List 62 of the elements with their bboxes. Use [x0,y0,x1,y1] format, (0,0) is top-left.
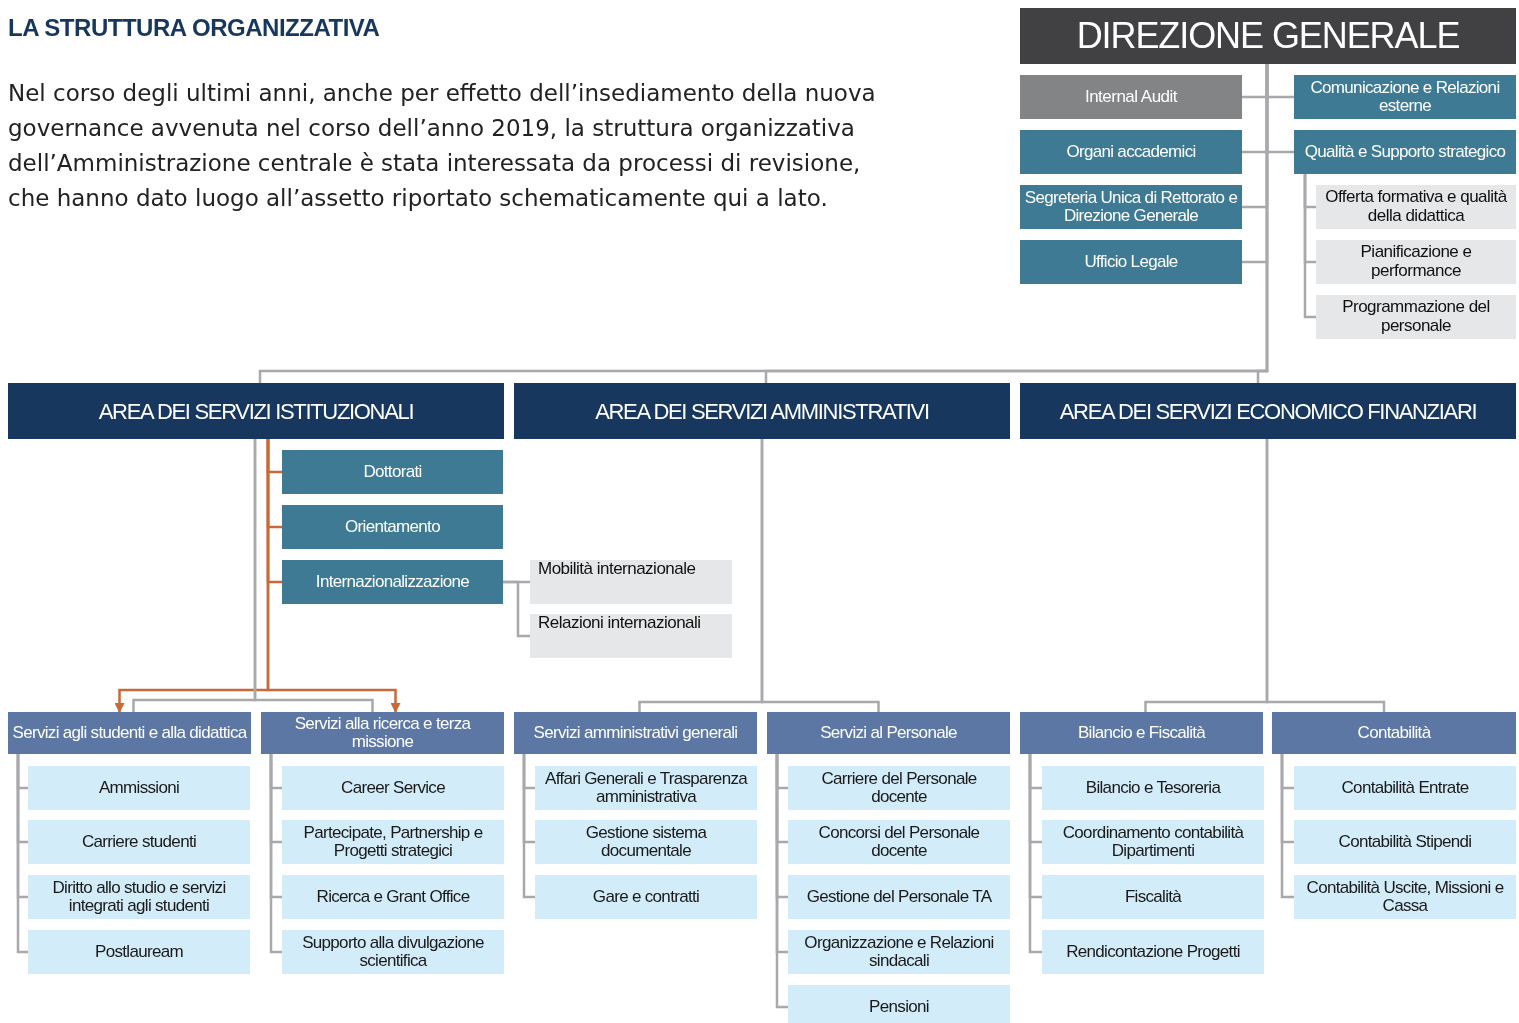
service-box: Bilancio e Fiscalità [1020,712,1263,754]
office-box: Ammissioni [28,766,250,810]
office-box: Ricerca e Grant Office [282,875,504,919]
connector-line [775,754,788,1009]
office-box: Gestione sistema documentale [535,820,757,864]
office-box: Partecipate, Partnership e Progetti strategici [282,820,504,864]
connector-line [1028,754,1042,954]
office-box: Supporto alla divulgazione scientifica [282,930,504,974]
office-box: Affari Generali e Trasparenza amministrativa [535,766,757,810]
service-box: Servizi agli studenti e alla didattica [8,712,251,754]
office-box: Contabilità Stipendi [1294,820,1516,864]
org-unit-box: Programmazione del personale [1316,295,1516,339]
service-box: Servizi amministrativi generali [514,712,757,754]
connector-line [1303,174,1316,319]
office-box: Pensioni [788,985,1010,1023]
office-box: Bilancio e Tesoreria [1042,766,1264,810]
office-box: Carriere studenti [28,820,250,864]
connector-line [253,439,374,712]
office-box: Gestione del Personale TA [788,875,1010,919]
connector-line [16,754,28,954]
area-header-box: AREA DEI SERVIZI ECONOMICO FINANZIARI [1020,383,1516,439]
office-box: Coordinamento contabilità Dipartimenti [1042,820,1264,864]
office-box: Rendicontazione Progetti [1042,930,1264,974]
org-unit-box: Mobilità internazionale [530,560,732,604]
connector-line [503,580,530,638]
page-title: LA STRUTTURA ORGANIZZATIVA [8,13,380,43]
office-box: Gare e contratti [535,875,757,919]
area-header-box: AREA DEI SERVIZI ISTITUZIONALI [8,383,504,439]
org-unit-box: Qualità e Supporto strategico [1294,130,1516,174]
office-box: Fiscalità [1042,875,1264,919]
service-box: Servizi alla ricerca e terza missione [261,712,504,754]
org-unit-box: Comunicazione e Relazioni esterne [1294,75,1516,119]
connector-line [760,439,880,712]
org-unit-box: DIREZIONE GENERALE [1020,8,1516,64]
office-box: Postlauream [28,930,250,974]
office-box: Carriere del Personale docente [788,766,1010,810]
org-unit-box: Ufficio Legale [1020,240,1242,284]
connector-line [1256,64,1269,383]
org-unit-box: Offerta formativa e qualità della didattica [1316,185,1516,229]
connector-line [1280,754,1294,899]
org-unit-box: Pianificazione e performance [1316,240,1516,284]
area-header-box: AREA DEI SERVIZI AMMINISTRATIVI [514,383,1010,439]
service-box: Servizi al Personale [767,712,1010,754]
org-unit-box: Segreteria Unica di Rettorato e Direzione Generale [1020,185,1242,229]
connector-line [1265,439,1386,712]
org-unit-box: Internal Audit [1020,75,1242,119]
office-box: Organizzazione e Relazioni sindacali [788,930,1010,974]
connector-line [266,439,401,713]
org-unit-box: Organi accademici [1020,130,1242,174]
service-box: Contabilità [1272,712,1516,754]
connector-line [522,754,535,899]
connector-line [269,754,282,954]
org-unit-box: Relazioni internazionali [530,614,732,658]
office-box: Contabilità Entrate [1294,766,1516,810]
org-unit-box: Orientamento [282,505,503,549]
org-unit-box: Dottorati [282,450,503,494]
office-box: Concorsi del Personale docente [788,820,1010,864]
office-box: Diritto allo studio e servizi integrati agli studenti [28,875,250,919]
intro-paragraph: Nel corso degli ultimi anni, anche per effetto dell’insediamento della nuova governance avvenuta nel corso dell’anno 2019, la struttura organizzativa dell’Amministrazione centrale è stata interessata da processi di revisione, che hanno dato luogo all’assetto riportato schematicamente qui a lato. [8,79,877,213]
office-box: Career Service [282,766,504,810]
office-box: Contabilità Uscite, Missioni e Cassa [1294,875,1516,919]
org-unit-box: Internazionalizzazione [282,560,503,604]
